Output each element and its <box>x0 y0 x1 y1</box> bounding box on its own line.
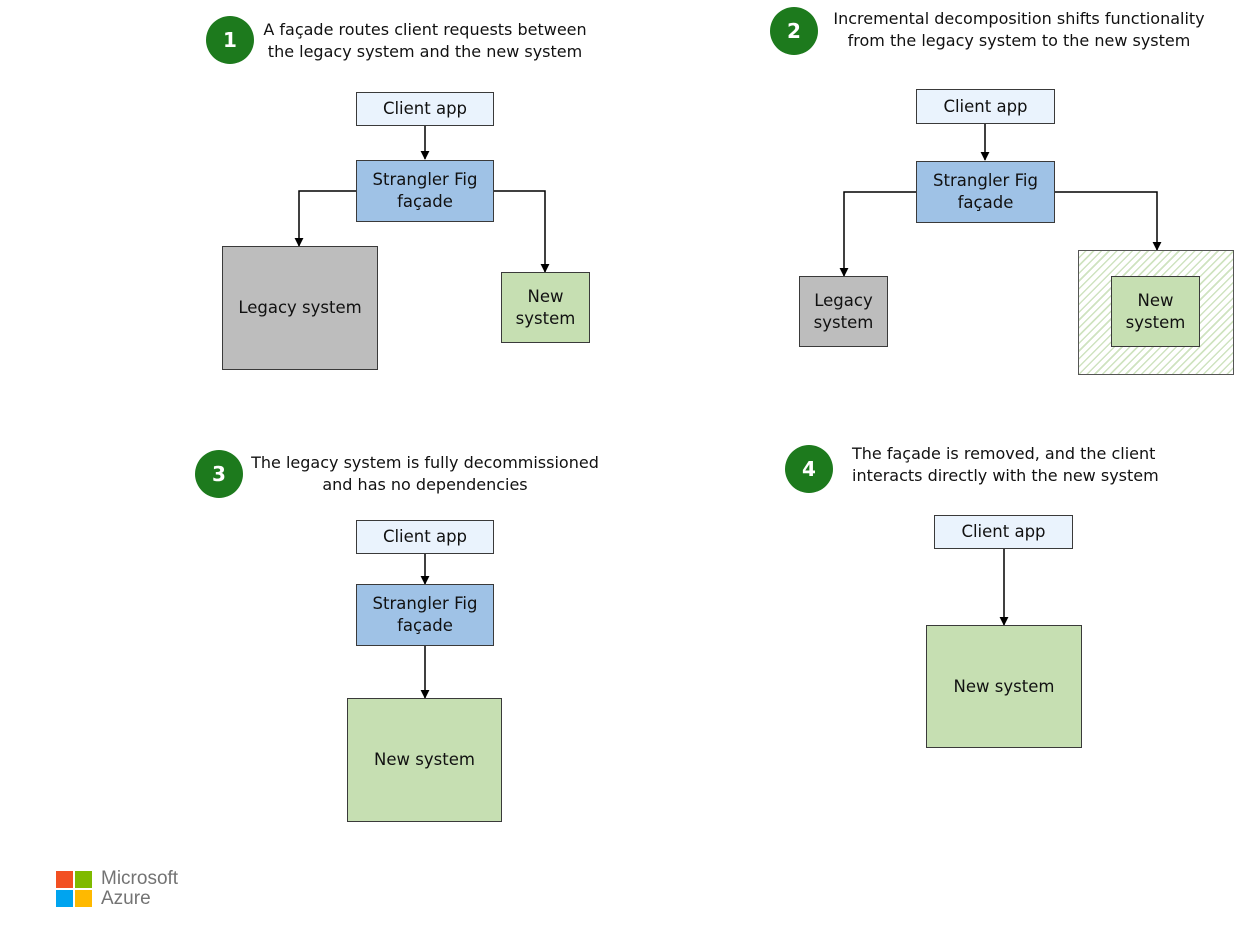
step-4-caption-line-2: interacts directly with the new system <box>852 466 1159 485</box>
step-3-new-system-label: New system <box>374 750 475 769</box>
step-2-legacy-system-label-2: system <box>813 312 874 332</box>
step-2-facade-label-2: façade <box>957 193 1014 212</box>
step-2-facade-label-1: Strangler Fig <box>933 171 1038 190</box>
step-2-facade-box: Strangler Fig façade <box>916 161 1055 223</box>
logo-text-azure: Azure <box>101 888 151 909</box>
step-2-new-system-label-2: system <box>1125 312 1186 332</box>
step-2-caption-line-2: from the legacy system to the new system <box>847 31 1191 50</box>
microsoft-azure-logo: Microsoft Azure <box>56 869 178 909</box>
step-1-client-app-label: Client app <box>382 99 468 118</box>
step-1-facade-label-1: Strangler Fig <box>372 170 478 189</box>
step-2-caption: Incremental decomposition shifts functio… <box>823 8 1215 52</box>
step-1-caption-line-2: the legacy system and the new system <box>267 42 583 61</box>
step-2-client-app-label: Client app <box>943 96 1028 116</box>
step-3-new-system-box: New system <box>347 698 502 822</box>
step-1-client-app-box: Client app <box>356 92 494 126</box>
logo-text-microsoft: Microsoft <box>101 868 179 889</box>
logo-square-blue <box>56 890 73 907</box>
step-1-caption-line-1: A façade routes client requests between <box>263 20 587 39</box>
step-4-client-app-box: Client app <box>934 515 1073 549</box>
step-1-facade-box: Strangler Fig façade <box>356 160 494 222</box>
logo-text: Microsoft Azure <box>101 869 178 909</box>
step-3-client-app-box: Client app <box>356 520 494 554</box>
step-1-caption: A façade routes client requests between … <box>260 19 590 63</box>
step-4-badge: 4 <box>785 445 833 493</box>
step-1-legacy-system-box: Legacy system <box>222 246 378 370</box>
step-4-new-system-label: New system <box>953 676 1055 696</box>
step-4-client-app-label: Client app <box>961 522 1046 541</box>
step-4-caption-line-1: The façade is removed, and the client <box>852 444 1156 463</box>
step-1-legacy-system-label: Legacy system <box>238 298 362 317</box>
step-1-new-system-label-1: New <box>527 286 564 306</box>
step-2-caption-line-1: Incremental decomposition shifts functio… <box>833 9 1205 28</box>
step-2-new-system-label-1: New <box>1137 290 1174 310</box>
arrow-1-facade-to-legacy <box>294 190 356 247</box>
step-3-facade-box: Strangler Fig façade <box>356 584 494 646</box>
step-2-new-system-box: New system <box>1111 276 1200 347</box>
step-1-badge: 1 <box>206 16 254 64</box>
step-3-client-app-label: Client app <box>382 527 468 546</box>
step-3-badge: 3 <box>195 450 243 498</box>
step-2-badge: 2 <box>770 7 818 55</box>
arrow-2-facade-to-new <box>1055 191 1162 251</box>
step-3-caption-line-2: and has no dependencies <box>322 475 528 494</box>
arrow-1-facade-to-new <box>494 190 550 273</box>
step-4-caption: The façade is removed, and the client in… <box>842 443 1168 487</box>
step-2-new-system-growth-area <box>1078 250 1234 375</box>
arrow-2-facade-to-legacy <box>839 191 916 277</box>
step-3-caption: The legacy system is fully decommissione… <box>250 452 600 496</box>
microsoft-logo-icon <box>56 871 92 907</box>
step-2-legacy-system-box: Legacy system <box>799 276 888 347</box>
logo-square-red <box>56 871 73 888</box>
logo-square-green <box>75 871 92 888</box>
step-1-new-system-box: New system <box>501 272 590 343</box>
step-3-facade-label-1: Strangler Fig <box>372 594 478 613</box>
step-2-legacy-system-label-1: Legacy <box>814 290 873 310</box>
step-1-facade-label-2: façade <box>397 192 453 211</box>
logo-square-yellow <box>75 890 92 907</box>
step-1-new-system-label-2: system <box>515 308 576 328</box>
step-2-client-app-box: Client app <box>916 89 1055 124</box>
step-4-new-system-box: New system <box>926 625 1082 748</box>
step-3-caption-line-1: The legacy system is fully decommissione… <box>251 453 599 472</box>
step-3-facade-label-2: façade <box>397 616 453 635</box>
